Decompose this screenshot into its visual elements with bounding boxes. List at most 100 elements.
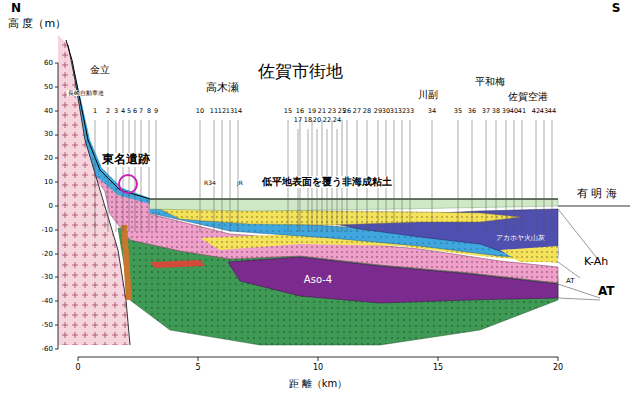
borehole-line <box>200 120 201 232</box>
borehole-number: 9 <box>154 108 158 115</box>
borehole-number: 18 <box>304 117 312 124</box>
borehole-number: 28 <box>363 108 371 115</box>
axis-tick-label: 30 <box>44 130 53 138</box>
borehole-number: 20 <box>313 117 321 124</box>
map-label: 距 離（km） <box>289 378 348 390</box>
borehole-number: 3 <box>114 108 118 115</box>
map-label: JR <box>236 180 244 187</box>
borehole-line <box>129 120 130 232</box>
borehole-number: 30 <box>382 108 390 115</box>
map-label: K-Ah <box>584 256 608 269</box>
borehole-line <box>472 120 473 232</box>
borehole-line <box>238 120 239 232</box>
axis-tick-label: -40 <box>42 297 53 305</box>
map-label: Aso-4 <box>304 274 332 286</box>
axis-tick-label: 0 <box>75 363 80 372</box>
map-label: N <box>11 2 21 16</box>
borehole-number: 6 <box>133 108 137 115</box>
borehole-line <box>486 120 487 232</box>
borehole-line <box>394 120 395 232</box>
borehole-line <box>156 120 157 232</box>
borehole-number: 26 <box>343 108 351 115</box>
borehole-line <box>522 120 523 232</box>
borehole-number: 7 <box>139 108 143 115</box>
borehole-line <box>135 120 136 232</box>
axis-tick-label: 20 <box>553 363 563 372</box>
map-label: AT <box>598 285 615 299</box>
map-label: 有 明 海 <box>577 188 617 201</box>
map-label: 高 度（m） <box>8 18 66 31</box>
borehole-number: 17 <box>294 117 302 124</box>
axis-tick-label: -60 <box>42 345 53 353</box>
borehole-line <box>432 120 433 232</box>
borehole-number: 44 <box>548 108 556 115</box>
borehole-number: 42 <box>532 108 540 115</box>
map-label: R34 <box>203 180 217 187</box>
borehole-number: 39 <box>502 108 510 115</box>
map-label: S <box>612 2 621 16</box>
borehole-number: 4 <box>121 108 125 115</box>
borehole-number: 41 <box>518 108 526 115</box>
borehole-number: 37 <box>482 108 490 115</box>
map-label: 高木瀬 <box>206 82 239 95</box>
borehole-number: 22 <box>323 117 331 124</box>
borehole-number: 23 <box>328 108 336 115</box>
axis-tick-label: 10 <box>44 178 53 186</box>
borehole-line <box>95 120 96 232</box>
borehole-line <box>458 120 459 232</box>
map-label: 川副 <box>418 89 438 101</box>
borehole-line <box>410 120 411 232</box>
borehole-line <box>222 120 223 232</box>
borehole-line <box>141 120 142 232</box>
borehole-number: 43 <box>540 108 548 115</box>
borehole-number: 35 <box>454 108 462 115</box>
borehole-line <box>514 120 515 232</box>
borehole-line <box>108 120 109 232</box>
map-label: 平和梅 <box>475 76 505 88</box>
map-label: アカホヤ火山灰 <box>496 234 545 242</box>
borehole-line <box>116 120 117 232</box>
axis-tick-label: -30 <box>42 273 53 281</box>
map-label: 佐賀市街地 <box>258 62 343 82</box>
axis-tick-label: 15 <box>433 363 443 372</box>
axis-tick-label: 20 <box>44 154 53 162</box>
axis-tick-label: 0 <box>49 202 53 210</box>
axis-tick-label: 60 <box>44 59 53 67</box>
borehole-number: 11 <box>210 108 218 115</box>
borehole-line <box>123 120 124 232</box>
axis-tick-label: 5 <box>195 363 200 372</box>
borehole-line <box>149 120 150 232</box>
borehole-number: 21 <box>318 108 326 115</box>
borehole-line <box>552 120 553 232</box>
borehole-number: 10 <box>196 108 204 115</box>
borehole-number: 38 <box>492 108 500 115</box>
borehole-number: 14 <box>234 108 242 115</box>
map-label: 長崎自動車道 <box>67 90 105 97</box>
borehole-number: 12 <box>218 108 226 115</box>
borehole-number: 36 <box>468 108 476 115</box>
borehole-number: 1 <box>93 108 97 115</box>
map-label: 低平地表面を覆う非海成粘土 <box>261 176 393 188</box>
borehole-line <box>506 120 507 232</box>
borehole-number: 8 <box>147 108 151 115</box>
borehole-number: 34 <box>428 108 436 115</box>
borehole-number: 32 <box>398 108 406 115</box>
borehole-line <box>496 120 497 232</box>
borehole-line <box>230 120 231 232</box>
borehole-number: 2 <box>106 108 110 115</box>
axis-tick-label: -10 <box>42 226 53 234</box>
borehole-line <box>402 120 403 232</box>
borehole-number: 16 <box>296 108 304 115</box>
borehole-line <box>536 120 537 232</box>
borehole-number: 19 <box>308 108 316 115</box>
borehole-number: 5 <box>127 108 131 115</box>
borehole-number: 29 <box>374 108 382 115</box>
borehole-line <box>214 120 215 232</box>
map-label: 東名遺跡 <box>101 153 151 167</box>
axis-tick-label: -20 <box>42 250 53 258</box>
axis-tick-label: 10 <box>313 363 323 372</box>
borehole-number: 40 <box>510 108 518 115</box>
borehole-number: 33 <box>406 108 414 115</box>
